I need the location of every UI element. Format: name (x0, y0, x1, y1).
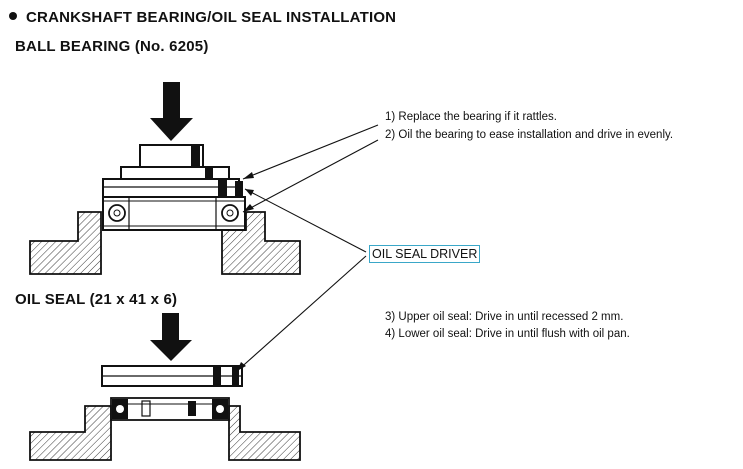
oil-seal-diagram (29, 313, 301, 461)
oil-seal-title: OIL SEAL (21 x 41 x 6) (15, 291, 178, 308)
ball-bearing-title: BALL BEARING (No. 6205) (15, 38, 209, 55)
seal-note-3: 3) Upper oil seal: Drive in until recess… (385, 311, 624, 323)
drive-arrow-icon (150, 82, 193, 141)
section-title-text: CRANKSHAFT BEARING/OIL SEAL INSTALLATION (26, 9, 397, 26)
bearing-note-2: 2) Oil the bearing to ease installation … (385, 129, 674, 141)
ball-bearing-diagram (29, 82, 301, 275)
oil-seal-driver-callout: OIL SEAL DRIVER (369, 245, 481, 263)
drive-arrow-icon (150, 313, 192, 361)
bearing-note-1: 1) Replace the bearing if it rattles. (385, 111, 557, 123)
leader-lines (236, 124, 379, 372)
section-title: CRANKSHAFT BEARING/OIL SEAL INSTALLATION (9, 9, 396, 26)
seal-note-4: 4) Lower oil seal: Drive in until flush … (385, 328, 630, 340)
bullet-icon (9, 12, 17, 20)
leader-arrowheads (237, 172, 254, 371)
